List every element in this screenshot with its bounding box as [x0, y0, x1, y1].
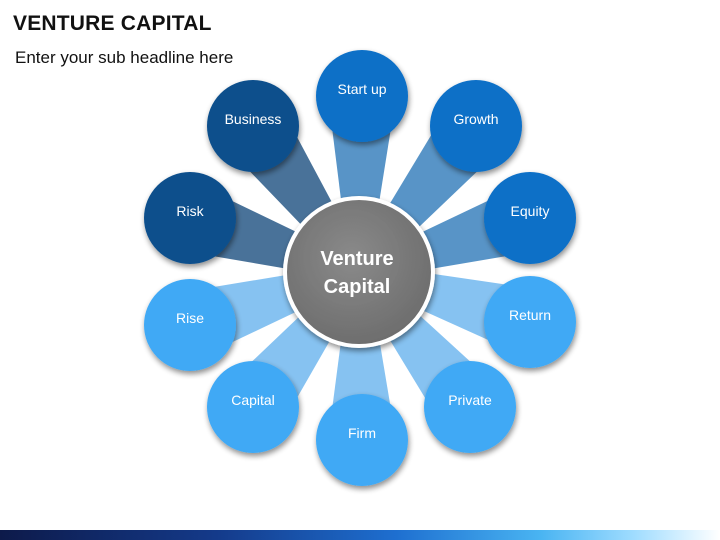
center-label-line2: Capital	[324, 276, 391, 298]
petal-private: Private	[424, 361, 516, 453]
petal-label: Return	[509, 307, 551, 323]
petal-circle	[144, 279, 236, 371]
petal-equity: Equity	[484, 172, 576, 264]
petal-firm: Firm	[316, 394, 408, 486]
petal-label: Start up	[337, 81, 386, 97]
petal-capital: Capital	[207, 361, 299, 453]
petal-label: Growth	[453, 111, 498, 127]
petal-start-up: Start up	[316, 50, 408, 142]
petal-label: Equity	[511, 203, 550, 219]
petal-label: Firm	[348, 425, 376, 441]
petal-label: Business	[225, 111, 282, 127]
petal-business: Business	[207, 80, 299, 172]
bottom-gradient-bar	[0, 530, 720, 540]
center-label-line1: Venture	[320, 248, 393, 270]
petal-label: Risk	[176, 203, 204, 219]
petal-circle	[430, 80, 522, 172]
petal-label: Rise	[176, 310, 204, 326]
petal-label: Private	[448, 392, 492, 408]
petal-growth: Growth	[430, 80, 522, 172]
petal-return: Return	[484, 276, 576, 368]
petal-rise: Rise	[144, 279, 236, 371]
petal-circle	[424, 361, 516, 453]
petal-circle	[207, 361, 299, 453]
petal-circle	[484, 276, 576, 368]
petal-risk: Risk	[144, 172, 236, 264]
page-subtitle: Enter your sub headline here	[15, 48, 234, 67]
petal-circle	[144, 172, 236, 264]
petal-circle	[316, 394, 408, 486]
petal-circle	[484, 172, 576, 264]
page-title: VENTURE CAPITAL	[13, 12, 212, 35]
petal-circle	[207, 80, 299, 172]
petal-label: Capital	[231, 392, 275, 408]
center-circle	[283, 196, 435, 348]
petal-circle	[316, 50, 408, 142]
center-node: Venture Capital	[283, 196, 435, 348]
